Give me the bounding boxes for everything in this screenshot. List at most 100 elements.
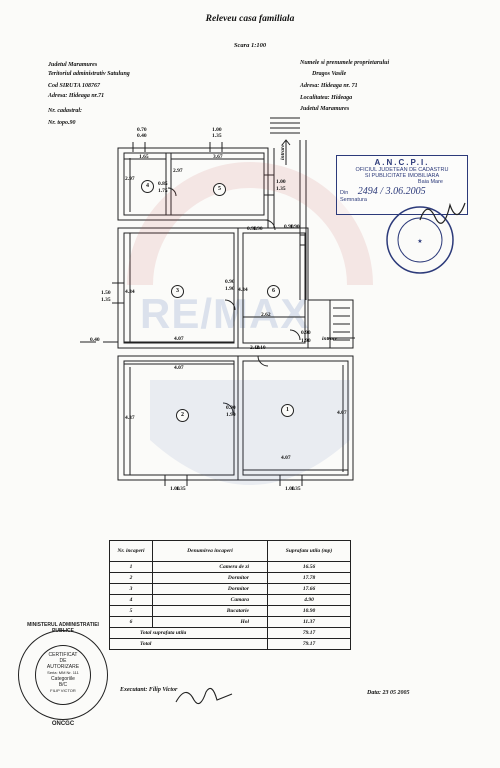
- dim-label: 1.90: [253, 226, 263, 232]
- table-header-row: Nr. incaperi Denumirea incaperi Suprafat…: [109, 540, 351, 562]
- dim-label: 1.90: [290, 224, 300, 230]
- cell-name: Bucatarie: [152, 605, 268, 617]
- cell-area: 4.90: [267, 594, 351, 606]
- dim-label: 0.90: [301, 330, 311, 336]
- header-siruta: Cod SIRUTA 108767: [48, 83, 101, 89]
- dim-label: 1.00: [276, 179, 286, 185]
- executant-signature: [175, 687, 233, 705]
- dim-label: 0.90: [226, 405, 236, 411]
- dim-label: 2.62: [261, 312, 271, 318]
- cell-nr: 6: [109, 616, 153, 628]
- stamp-line: DE: [59, 658, 67, 664]
- dim-label: 4.07: [337, 410, 347, 416]
- cell-name: Hol: [152, 616, 268, 628]
- scale-label: Scara 1:100: [233, 42, 267, 49]
- table-row: 4 Camara 4.90: [109, 594, 351, 606]
- owner-address: Adresa: Hideaga nr. 71: [300, 83, 358, 89]
- stamp-line1: OFICIUL JUDETEAN DE CADASTRU: [355, 167, 449, 173]
- stamp-line3: Baia Mare: [417, 179, 443, 185]
- header-county: Judetul Maramures: [48, 62, 98, 68]
- stamp-line: FILIP VICTOR: [50, 688, 76, 693]
- stamp-semnatura: Semnatura: [340, 197, 367, 203]
- header-topo: Nr. topo.90: [48, 120, 76, 126]
- stamp-line: CERTIFICAT: [48, 652, 78, 658]
- stamp-line: AUTORIZARE: [46, 664, 80, 670]
- table-row: 5 Bucatarie 10.90: [109, 605, 351, 617]
- entrance-top-label: intrare: [280, 144, 286, 160]
- col-nr: Nr. incaperi: [109, 540, 153, 562]
- stamp-title: A.N.C.P.I.: [374, 158, 430, 167]
- cell-area: 17.66: [267, 583, 351, 595]
- room-4-label: 4: [141, 180, 154, 193]
- dim-label: 2.10: [250, 345, 260, 351]
- svg-text:★: ★: [417, 238, 422, 245]
- room-5-label: 5: [213, 183, 226, 196]
- cell-area: 16.56: [267, 561, 351, 573]
- stamp-bottom-text: ONCGC: [51, 721, 75, 727]
- dim-label: 2.97: [125, 176, 135, 182]
- dim-label: 0.85: [158, 181, 168, 187]
- cell-name: Camara: [152, 594, 268, 606]
- col-area: Suprafata utila (mp): [267, 540, 351, 562]
- dim-label: 1.65: [139, 154, 149, 160]
- dim-label: 1.00: [212, 127, 222, 133]
- table-row: 6 Hol 11.37: [109, 616, 351, 628]
- ancpi-stamp: A.N.C.P.I. OFICIUL JUDETEAN DE CADASTRU …: [336, 155, 468, 215]
- header-address: Adresa: Hideaga nr.71: [48, 93, 105, 99]
- dim-label: 1.35: [176, 486, 186, 492]
- header-cadastral: Nr. cadastral:: [48, 108, 83, 114]
- dim-label: 1.35: [101, 297, 111, 303]
- dim-label: 1.35: [276, 186, 286, 192]
- dim-label: 0.40: [90, 337, 100, 343]
- dim-label: 0.90: [225, 279, 235, 285]
- stamp-line2: SI PUBLICITATE IMOBILIARA: [364, 173, 440, 179]
- dim-label: 1.00: [170, 486, 180, 492]
- stamp-outer-text: MINISTERUL ADMINISTRATIEI PUBLICE: [27, 622, 99, 634]
- dim-label: 4.07: [174, 365, 184, 371]
- cell-name: Dormitor: [152, 572, 268, 584]
- stamp-din-label: Din: [340, 190, 349, 196]
- dim-label: 1.75: [158, 188, 168, 194]
- owner-county: Judetul Maramures: [300, 106, 350, 112]
- dim-label: 4.34: [125, 289, 135, 295]
- dim-label: 1.90: [225, 286, 235, 292]
- dim-label: 4.07: [281, 455, 291, 461]
- table-total-util-row: Total suprafata utila 79.17: [109, 627, 351, 639]
- col-name: Denumirea incaperi: [152, 540, 268, 562]
- table-row: 2 Dormitor 17.78: [109, 572, 351, 584]
- dim-label: 2.10: [256, 345, 266, 351]
- table-total-row: Total 79.17: [109, 638, 351, 650]
- dim-label: 0.70: [137, 127, 147, 133]
- total-util-label: Total suprafata utila: [109, 627, 268, 639]
- total-value: 79.17: [267, 638, 351, 650]
- stamp-line: Categoriile: [51, 676, 75, 682]
- document-title: Releveu casa familiala: [205, 14, 295, 24]
- cadastru-round-stamp: ★: [386, 206, 454, 274]
- dim-label: 3.67: [213, 154, 223, 160]
- stamp-line: Seria: MM Nr. 111: [47, 670, 79, 675]
- room-6-label: 6: [267, 285, 280, 298]
- dim-label: 4.37: [125, 415, 135, 421]
- owner-locality: Localitatea: Hideaga: [300, 95, 353, 101]
- watermark-text: RE/MAX: [140, 290, 310, 337]
- room-3-label: 3: [171, 285, 184, 298]
- dim-label: 1.35: [291, 486, 301, 492]
- signature-top: [419, 202, 466, 224]
- table-row: 1 Camera de zi 16.56: [109, 561, 351, 573]
- cell-nr: 4: [109, 594, 153, 606]
- dim-label: 2.97: [173, 168, 183, 174]
- cell-area: 17.78: [267, 572, 351, 584]
- dim-label: 0.90: [247, 226, 257, 232]
- date-label: Data: 23 05 2005: [367, 690, 410, 696]
- dim-label: 1.35: [212, 133, 222, 139]
- dim-label: 1.50: [101, 290, 111, 296]
- cell-name: Camera de zi: [152, 561, 268, 573]
- cell-nr: 5: [109, 605, 153, 617]
- stamp-line: B/C: [58, 682, 68, 688]
- cell-nr: 1: [109, 561, 153, 573]
- cell-nr: 3: [109, 583, 153, 595]
- stamp-din-value: 2494 / 3.06.2005: [357, 186, 426, 197]
- owner-name: Dragos Vasile: [312, 71, 347, 77]
